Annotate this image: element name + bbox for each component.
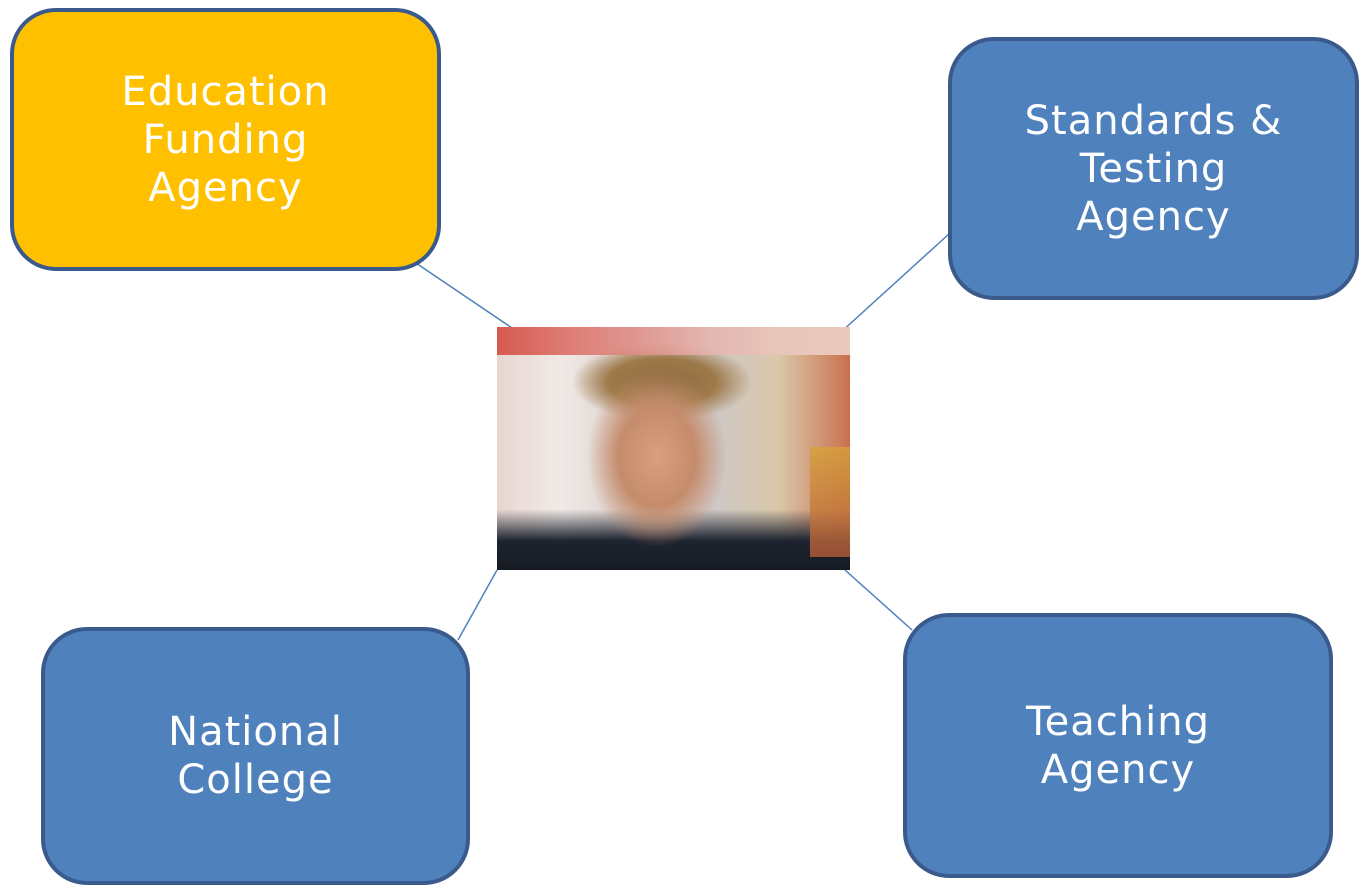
central-photo [497, 327, 850, 570]
photo-background-banner [497, 327, 850, 355]
node-teaching-agency: Teaching Agency [903, 613, 1333, 878]
photo-background-detail [810, 447, 850, 557]
node-label: Education Funding Agency [121, 68, 330, 211]
node-national-college: National College [41, 627, 470, 885]
node-label: National College [168, 709, 343, 803]
connector-standards-testing-agency [828, 232, 951, 344]
connector-teaching-agency [844, 569, 913, 631]
node-education-funding-agency: Education Funding Agency [10, 8, 441, 271]
node-label: Standards & Testing Agency [1024, 97, 1283, 240]
connector-national-college [457, 569, 498, 641]
connector-education-funding-agency [409, 258, 516, 331]
node-label: Teaching Agency [1026, 698, 1210, 793]
node-standards-testing-agency: Standards & Testing Agency [948, 37, 1359, 300]
